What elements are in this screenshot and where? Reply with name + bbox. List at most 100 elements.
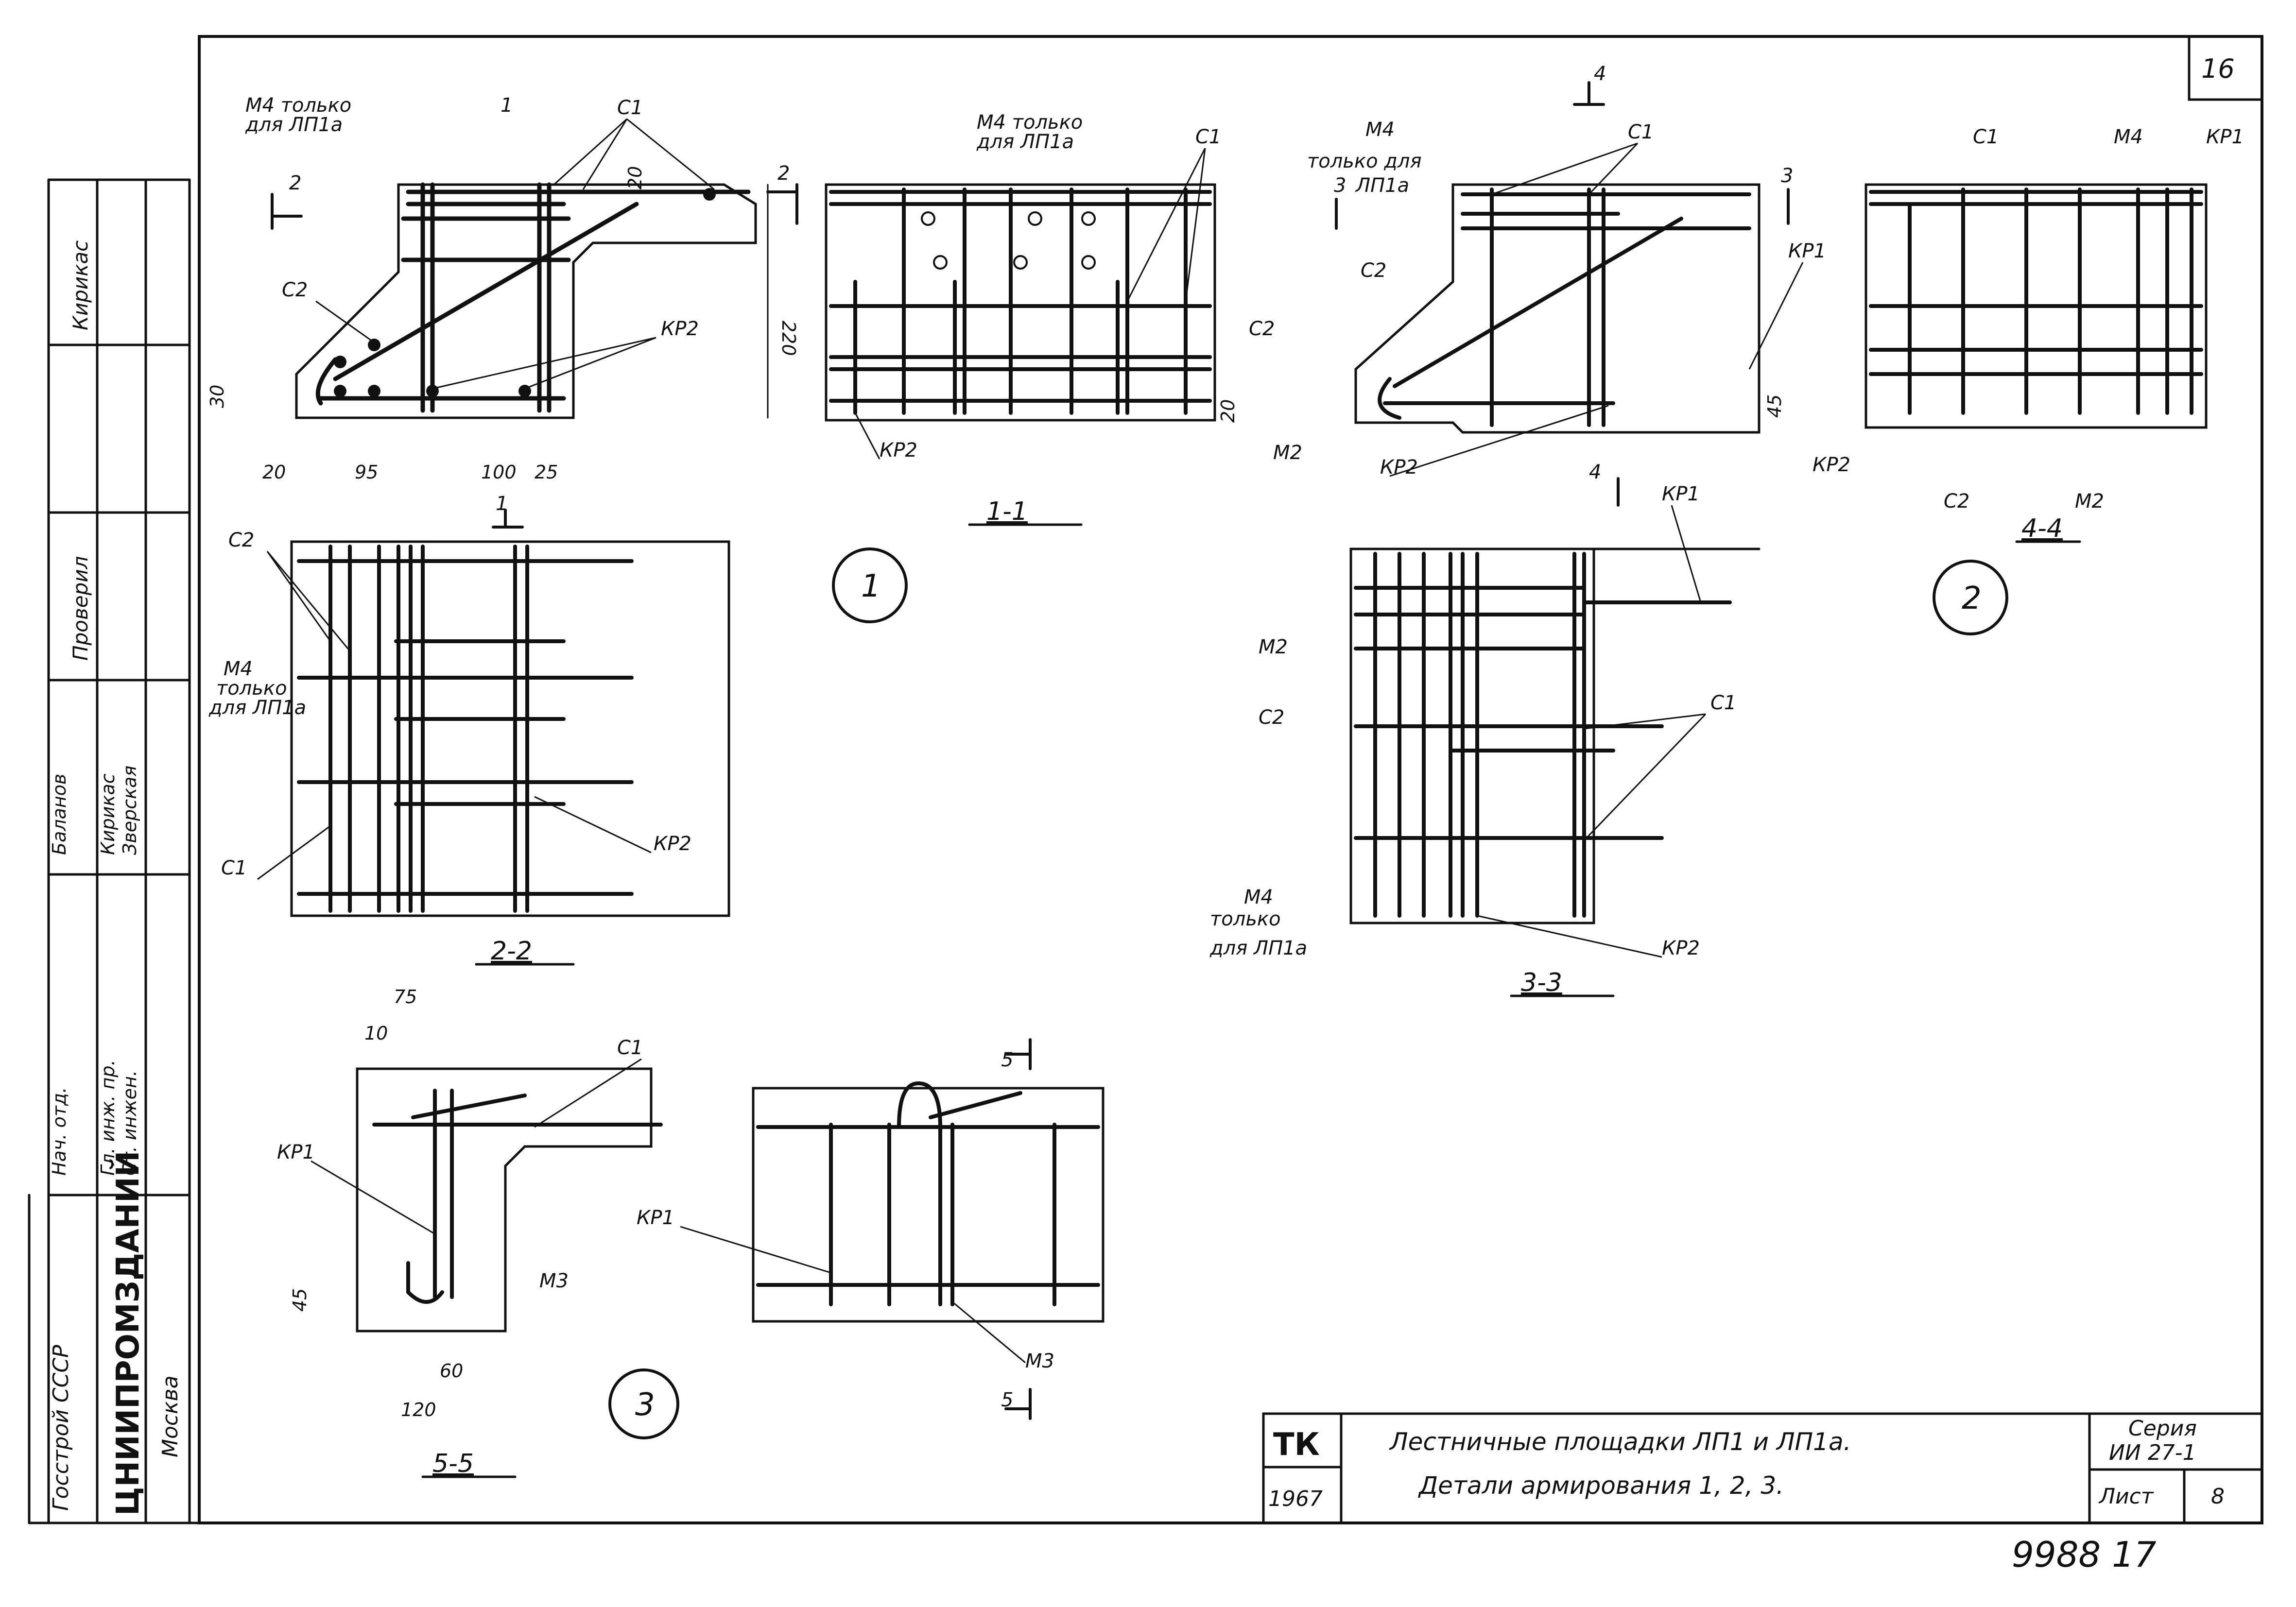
- section-1-1-outline: [825, 183, 1216, 422]
- section-5-5-outline: [356, 1067, 653, 1333]
- year: 1967: [1268, 1487, 1323, 1511]
- section-3-3-outline: [1349, 547, 1761, 924]
- label-tolko-s33: только: [1210, 908, 1281, 930]
- label-m4-s44: М4: [2114, 126, 2143, 148]
- label-kp2-s44: КР2: [1813, 454, 1850, 476]
- detail-1-rebars: [315, 182, 751, 413]
- cut-2-left: 2: [289, 172, 301, 194]
- section-4-4-rebars: [1869, 188, 2203, 415]
- detail-3-number: 3: [635, 1387, 655, 1423]
- label-m3-d3: М3: [1025, 1350, 1054, 1372]
- dim-45-a: 45: [1764, 394, 1785, 418]
- section-2-2-rebars: [297, 545, 634, 913]
- dim-20-b: 20: [624, 166, 646, 189]
- org-line-1: Госстрой СССР: [49, 1345, 73, 1511]
- section-5-5-rebars: [372, 1089, 663, 1304]
- label-m2-s33: М2: [1259, 636, 1288, 658]
- detail-1-outline: [295, 183, 769, 419]
- label-m4-d2: М4: [1365, 119, 1395, 141]
- title-line-2: Детали армирования 1, 2, 3.: [1418, 1471, 1784, 1500]
- cut-3-left: 3: [1334, 174, 1346, 197]
- label-c1-s55: С1: [617, 1037, 643, 1059]
- label-kp2-s33: КР2: [1662, 937, 1700, 959]
- label-m3-s55: М3: [539, 1270, 569, 1292]
- label-c1-d2: С1: [1628, 121, 1654, 143]
- series-label: Серия: [2128, 1416, 2197, 1441]
- signature-name-1: Баланов: [49, 774, 70, 855]
- detail-2-rebars: [1378, 188, 1751, 427]
- leader-lines: [257, 118, 1804, 1364]
- title-3-3: 3-3: [1521, 968, 1562, 997]
- detail-1-number: 1: [861, 568, 881, 604]
- label-c1-s44: С1: [1973, 126, 1999, 148]
- dim-10: 10: [364, 1023, 388, 1044]
- section-3-3-rebars: [1354, 552, 1732, 918]
- title-5-5: 5-5: [432, 1449, 474, 1478]
- label-kp1-d2: КР1: [1788, 240, 1826, 262]
- label-kp2-d1: КР2: [661, 318, 699, 340]
- label-m4-note-d1-b: для ЛП1а: [245, 114, 343, 136]
- label-c2-s44: С2: [1944, 490, 1969, 513]
- series-value: ИИ 27-1: [2109, 1440, 2196, 1465]
- title-2-2: 2-2: [491, 937, 532, 966]
- detail-3-plan-rebars: [756, 1081, 1100, 1306]
- detail-2-circle: [1933, 560, 2008, 635]
- label-c1-s22: С1: [221, 857, 247, 879]
- label-m4-s22: М4: [224, 658, 253, 680]
- sheet-number-box: [2188, 35, 2263, 101]
- dim-60: 60: [440, 1360, 463, 1382]
- org-line-2: ЦНИИПРОМЗДАНИЙ: [109, 1151, 146, 1516]
- signature-role-3: Ст. инжен.: [119, 1070, 140, 1176]
- label-lp1a-s22: для ЛП1а: [208, 697, 306, 719]
- dim-220: 220: [778, 321, 799, 356]
- label-c2-d2: С2: [1361, 259, 1386, 282]
- title-1-1: 1-1: [986, 497, 1028, 526]
- sheet-number-bottom: 9988 17: [2012, 1534, 2157, 1575]
- label-lp1a-d2: ЛП1а: [1355, 174, 1409, 197]
- label-c1-s11: С1: [1195, 126, 1221, 148]
- signature-role-2: Гл. инж. пр.: [97, 1060, 119, 1176]
- dim-30: 30: [207, 385, 228, 408]
- label-kp2-s22: КР2: [654, 833, 691, 855]
- signature-role-4: Проверил: [69, 556, 92, 661]
- dim-20-a: 20: [262, 462, 286, 483]
- label-m2-s44: М2: [2075, 490, 2104, 513]
- label-c2-s22: С2: [228, 529, 254, 551]
- title-block: [1262, 1412, 2263, 1524]
- label-c2-s11: С2: [1249, 318, 1275, 340]
- label-c1-d1: С1: [617, 97, 643, 119]
- sheet-texts: 16 9988 17 Серия ИИ 27-1 Лист 8 ТК 1967 …: [49, 53, 2235, 1575]
- label-c1-s33: С1: [1710, 692, 1736, 714]
- rebar-labels: М4 только для ЛП1а С1 С2 КР2 М4 только д…: [208, 94, 2244, 1372]
- signature-name-3: Зверская: [119, 766, 140, 855]
- cut-markers: [271, 81, 1790, 1420]
- cut-1-top: 1: [501, 94, 513, 117]
- dim-95: 95: [355, 462, 378, 483]
- mark: ТК: [1273, 1427, 1320, 1463]
- section-title-underlines: [421, 523, 2081, 1478]
- section-2-2-outline: [290, 540, 730, 917]
- signature-strip: [28, 178, 191, 1524]
- sheet-number-top: 16: [2201, 53, 2235, 84]
- label-c2-s33: С2: [1259, 706, 1284, 729]
- label-m2-d2: М2: [1273, 442, 1302, 464]
- title-4-4: 4-4: [2021, 514, 2063, 543]
- signature-name-5: Кирикас: [69, 240, 92, 330]
- label-m4-note-s11-b: для ЛП1а: [976, 131, 1074, 153]
- cut-4-top: 4: [1594, 63, 1606, 85]
- label-kp2-s11: КР2: [880, 439, 917, 462]
- signature-role-1: Нач. отд.: [49, 1087, 70, 1176]
- cut-5-top: 5: [1001, 1049, 1013, 1071]
- title-line-1: Лестничные площадки ЛП1 и ЛП1а.: [1389, 1428, 1851, 1456]
- dim-120: 120: [401, 1399, 436, 1420]
- label-m4-s33: М4: [1244, 886, 1273, 908]
- dim-45-b: 45: [289, 1288, 311, 1312]
- detail-2-number: 2: [1962, 581, 1982, 616]
- label-kp1-s55: КР1: [277, 1141, 315, 1163]
- detail-2-outline: [1354, 183, 1761, 434]
- cut-2-right: 2: [777, 162, 790, 185]
- section-4-4-outline: [1864, 183, 2208, 429]
- label-kp1-s33: КР1: [1662, 483, 1700, 505]
- cut-5-bottom: 5: [1001, 1389, 1013, 1411]
